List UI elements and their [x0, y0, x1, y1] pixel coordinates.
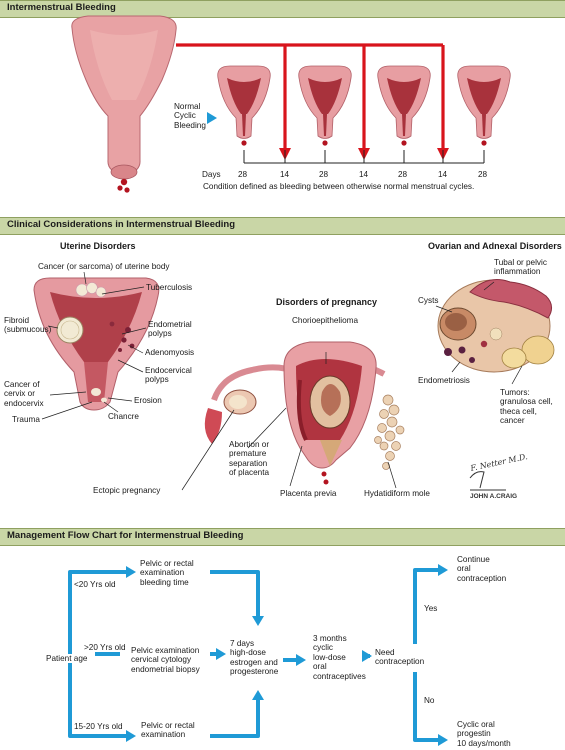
label-placenta-previa: Placenta previa	[280, 489, 337, 498]
section-header-intermenstrual: Intermenstrual Bleeding	[0, 0, 565, 18]
section-title: Management Flow Chart for Intermenstrual…	[7, 530, 244, 541]
small-uterus-row	[217, 65, 511, 146]
ovarian-title: Ovarian and Adnexal Disorders	[428, 241, 562, 251]
flow-over20-label: >20 Yrs old	[84, 643, 126, 652]
label-chorioepithelioma: Chorioepithelioma	[292, 316, 358, 325]
ovarian-adnexal-illustration	[437, 279, 555, 373]
section-header-management: Management Flow Chart for Intermenstrual…	[0, 528, 565, 546]
label-cysts: Cysts	[418, 296, 439, 305]
top-illustration	[71, 15, 511, 193]
label-adenomyosis: Adenomyosis	[145, 348, 195, 357]
pregnancy-title: Disorders of pregnancy	[276, 297, 378, 307]
blood-drop	[401, 140, 407, 146]
flow-no-label: No	[424, 696, 435, 705]
small-uterus-3	[377, 65, 431, 146]
label-ectopic-pregnancy: Ectopic pregnancy	[93, 486, 161, 495]
cycle-timeline	[243, 150, 485, 164]
label-hydatidiform-mole: Hydatidiform mole	[364, 489, 430, 498]
flow-yes-label: Yes	[424, 604, 438, 613]
label-erosion: Erosion	[134, 396, 162, 405]
day-tick-label: 28	[398, 170, 408, 179]
section-header-clinical: Clinical Considerations in Intermenstrua…	[0, 217, 565, 235]
label-chancre: Chancre	[108, 412, 139, 421]
craig-signature: JOHN A.CRAIG	[470, 493, 518, 500]
label-tumors: Tumors:granulosa cell,theca cell,cancer	[500, 388, 553, 426]
blood-drop	[241, 140, 247, 146]
label-tuberculosis: Tuberculosis	[146, 283, 193, 292]
uterine-disorders-title: Uterine Disorders	[60, 241, 136, 251]
blood-drop	[322, 140, 328, 146]
small-uterus-2	[298, 65, 352, 146]
flow-patient-age: Patient age	[44, 654, 90, 664]
day-tick-label: 28	[478, 170, 488, 179]
day-tick-label: 14	[438, 170, 448, 179]
blood-drop	[481, 140, 487, 146]
label-cancer-uterine-body: Cancer (or sarcoma) of uterine body	[38, 262, 170, 271]
day-tick-label: 14	[359, 170, 369, 179]
small-uterus-1	[217, 65, 271, 146]
day-tick-label: 14	[280, 170, 290, 179]
red-arrows	[176, 43, 445, 150]
hydatidiform-mole-illustration	[374, 394, 405, 470]
label-endometriosis: Endometriosis	[418, 376, 470, 385]
signature-marks	[469, 471, 506, 491]
section-title: Intermenstrual Bleeding	[7, 2, 116, 13]
flow-under20-label: <20 Yrs old	[74, 580, 116, 589]
normal-bleeding-pointer-icon	[207, 112, 217, 124]
label-fibroid: Fibroid(submucous)	[4, 316, 52, 335]
definition-text: Condition defined as bleeding between ot…	[203, 182, 475, 191]
flow-mid-label: 15-20 Yrs old	[74, 722, 123, 731]
clinical-illustration	[33, 271, 555, 491]
large-uterus-illustration	[71, 15, 177, 193]
small-uterus-4	[457, 65, 511, 146]
label-trauma: Trauma	[12, 415, 40, 424]
day-tick-label: 28	[238, 170, 248, 179]
leader-lines	[41, 271, 523, 491]
day-tick-label: 28	[319, 170, 329, 179]
section-title: Clinical Considerations in Intermenstrua…	[7, 219, 236, 230]
days-label: Days	[202, 170, 221, 179]
uterine-disorders-illustration	[33, 277, 160, 411]
pregnancy-illustration	[204, 341, 386, 485]
